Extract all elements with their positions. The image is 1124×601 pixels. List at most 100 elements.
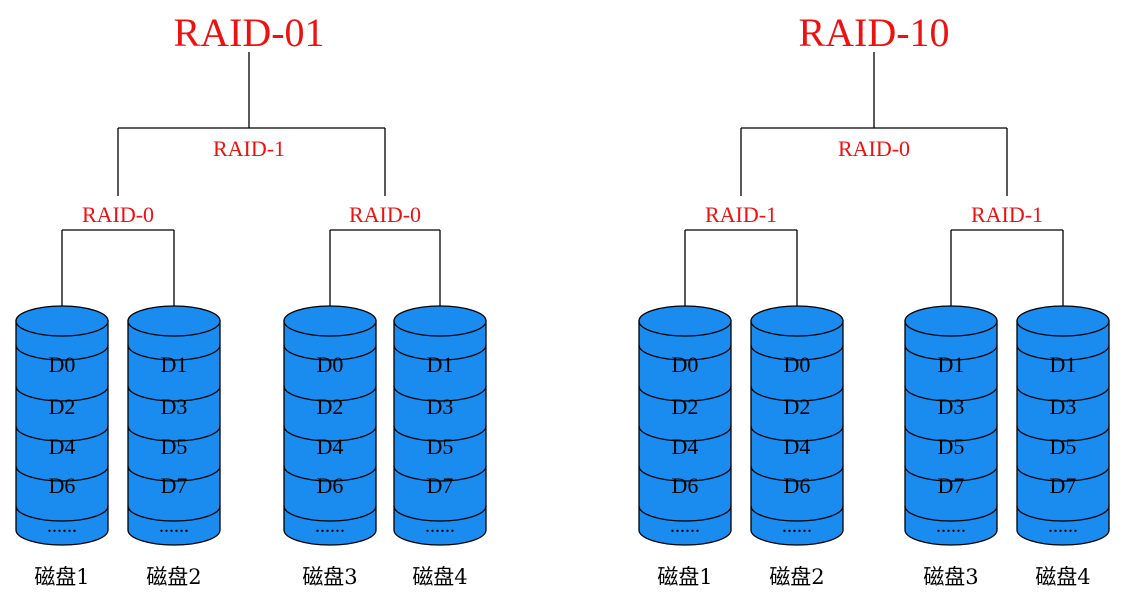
disk-segment-divider bbox=[750, 465, 844, 482]
disk-ellipsis: ...... bbox=[1048, 515, 1078, 537]
disk-segment-divider bbox=[15, 344, 109, 361]
raid-diagram-raid10: RAID-10RAID-0RAID-1D0D2D4D6......磁盘1D0D2… bbox=[638, 10, 1110, 589]
disk-segment-divider bbox=[15, 465, 109, 482]
disk-label: 磁盘1 bbox=[657, 565, 712, 589]
disk-body bbox=[638, 320, 732, 546]
disk-segment-divider bbox=[904, 425, 998, 442]
disk-segment-divider bbox=[750, 385, 844, 402]
disk-ellipsis: ...... bbox=[670, 515, 700, 537]
disk-top bbox=[127, 305, 221, 337]
data-block-label: D3 bbox=[161, 394, 188, 419]
data-block-label: D2 bbox=[784, 394, 811, 419]
data-block-label: D5 bbox=[427, 434, 454, 459]
top-level-label: RAID-1 bbox=[213, 136, 285, 161]
disk-segment-divider bbox=[1016, 344, 1110, 361]
disk-top bbox=[638, 305, 732, 337]
disk-segment-divider bbox=[750, 505, 844, 522]
disk-segment-divider bbox=[283, 385, 377, 402]
raid-diagram-raid01: RAID-01RAID-1RAID-0D0D2D4D6......磁盘1D1D3… bbox=[15, 10, 487, 589]
disk-segment-divider bbox=[638, 385, 732, 402]
data-block-label: D2 bbox=[317, 394, 344, 419]
disk-label: 磁盘4 bbox=[412, 565, 467, 589]
group-level-label: RAID-1 bbox=[971, 202, 1043, 227]
data-block-label: D2 bbox=[49, 394, 76, 419]
disk-body bbox=[750, 320, 844, 546]
disk-segment-divider bbox=[1016, 505, 1110, 522]
disk-body bbox=[283, 320, 377, 546]
data-block-label: D3 bbox=[938, 394, 965, 419]
disk-segment-divider bbox=[283, 465, 377, 482]
disk-body bbox=[393, 320, 487, 546]
disk-segment-divider bbox=[127, 425, 221, 442]
disk-segment-divider bbox=[904, 465, 998, 482]
data-block-label: D7 bbox=[427, 473, 454, 498]
disk-label: 磁盘3 bbox=[923, 565, 978, 589]
disk-body bbox=[904, 320, 998, 546]
disk-ellipsis: ...... bbox=[936, 515, 966, 537]
disk-segment-divider bbox=[638, 505, 732, 522]
disk-segment-divider bbox=[904, 505, 998, 522]
disk-top bbox=[15, 305, 109, 337]
disk-ellipsis: ...... bbox=[315, 515, 345, 537]
disk-segment-divider bbox=[393, 425, 487, 442]
data-block-label: D0 bbox=[672, 352, 699, 377]
disk-segment-divider bbox=[638, 344, 732, 361]
disk-segment-divider bbox=[283, 425, 377, 442]
data-block-label: D0 bbox=[317, 352, 344, 377]
disk-top bbox=[904, 305, 998, 337]
disk-segment-divider bbox=[750, 344, 844, 361]
data-block-label: D6 bbox=[317, 473, 344, 498]
data-block-label: D0 bbox=[784, 352, 811, 377]
disk-segment-divider bbox=[15, 385, 109, 402]
disk-segment-divider bbox=[1016, 425, 1110, 442]
disk-top bbox=[283, 305, 377, 337]
data-block-label: D4 bbox=[317, 434, 344, 459]
group-level-label: RAID-0 bbox=[82, 202, 154, 227]
data-block-label: D1 bbox=[938, 352, 965, 377]
data-block-label: D7 bbox=[938, 473, 965, 498]
disk-top bbox=[393, 305, 487, 337]
disk-segment-divider bbox=[638, 465, 732, 482]
disk-label: 磁盘3 bbox=[302, 565, 357, 589]
disk-segment-divider bbox=[904, 385, 998, 402]
top-level-label: RAID-0 bbox=[838, 136, 910, 161]
data-block-label: D1 bbox=[1050, 352, 1077, 377]
disk-segment-divider bbox=[15, 425, 109, 442]
disk-segment-divider bbox=[393, 385, 487, 402]
disk-segment-divider bbox=[393, 505, 487, 522]
disk-label: 磁盘4 bbox=[1035, 565, 1090, 589]
disk-segment-divider bbox=[127, 385, 221, 402]
disk-segment-divider bbox=[393, 344, 487, 361]
data-block-label: D6 bbox=[49, 473, 76, 498]
data-block-label: D1 bbox=[161, 352, 188, 377]
disk-segment-divider bbox=[283, 344, 377, 361]
disk-body bbox=[15, 320, 109, 546]
disk-ellipsis: ...... bbox=[47, 515, 77, 537]
disk-segment-divider bbox=[127, 465, 221, 482]
disk-segment-divider bbox=[1016, 465, 1110, 482]
data-block-label: D6 bbox=[672, 473, 699, 498]
data-block-label: D5 bbox=[161, 434, 188, 459]
data-block-label: D5 bbox=[1050, 434, 1077, 459]
disk-top bbox=[750, 305, 844, 337]
data-block-label: D4 bbox=[672, 434, 699, 459]
disk-body bbox=[1016, 320, 1110, 546]
disk-segment-divider bbox=[1016, 385, 1110, 402]
data-block-label: D7 bbox=[161, 473, 188, 498]
disk-top bbox=[1016, 305, 1110, 337]
data-block-label: D3 bbox=[427, 394, 454, 419]
disk-segment-divider bbox=[127, 344, 221, 361]
disk-segment-divider bbox=[15, 505, 109, 522]
